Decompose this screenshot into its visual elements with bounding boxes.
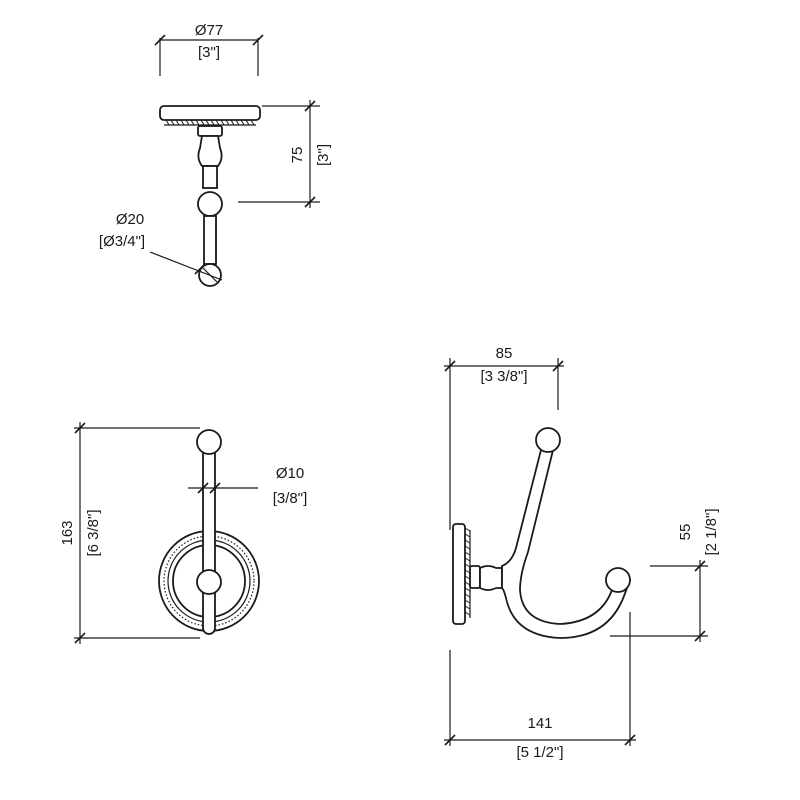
height-inch-label: [6 3/8"]: [85, 509, 102, 556]
front-view: 163 [6 3/8"] Ø10 [3/8"]: [59, 422, 307, 644]
post-profile: [197, 125, 223, 287]
hook-rod-front: [196, 429, 222, 635]
projection-dimension: 75 [3"]: [238, 100, 332, 208]
width-label: 85: [496, 345, 513, 362]
top-view: Ø77 [3"] 75 [3"]: [99, 22, 332, 287]
projection-inch-label: [3"]: [315, 144, 332, 166]
height-dimension: 163 [6 3/8"]: [59, 422, 200, 644]
side-view: 85 [3 3/8"] 55 [2 1/8"]: [444, 345, 720, 761]
rod-diameter-label: Ø10: [276, 465, 304, 482]
lower-hook-height-inch-label: [2 1/8"]: [703, 508, 720, 555]
depth-dimension: 141 [5 1/2"]: [444, 612, 636, 761]
width-inch-label: [3 3/8"]: [480, 368, 527, 385]
plate-diameter-dimension: Ø77 [3"]: [154, 22, 264, 76]
depth-label: 141: [527, 715, 552, 732]
lower-hook-height-label: 55: [677, 524, 694, 541]
side-connector: [469, 565, 503, 591]
double-hook-profile: [501, 427, 632, 639]
height-label: 163: [59, 520, 76, 545]
rod-diameter-dimension: Ø10 [3/8"]: [188, 465, 307, 507]
projection-label: 75: [289, 147, 306, 164]
plate-diameter-label: Ø77: [195, 22, 223, 39]
ball-diameter-inch-label: [Ø3/4"]: [99, 233, 145, 250]
ball-diameter-dimension: Ø20 [Ø3/4"]: [99, 211, 223, 281]
depth-inch-label: [5 1/2"]: [516, 744, 563, 761]
side-wall-plate: [452, 523, 471, 625]
width-dimension: 85 [3 3/8"]: [444, 345, 564, 530]
ball-diameter-label: Ø20: [116, 211, 144, 228]
plate-diameter-inch-label: [3"]: [198, 44, 220, 61]
wall-plate-profile: [159, 105, 261, 126]
lower-hook-height-dimension: 55 [2 1/8"]: [610, 508, 720, 642]
rod-diameter-inch-label: [3/8"]: [273, 490, 308, 507]
